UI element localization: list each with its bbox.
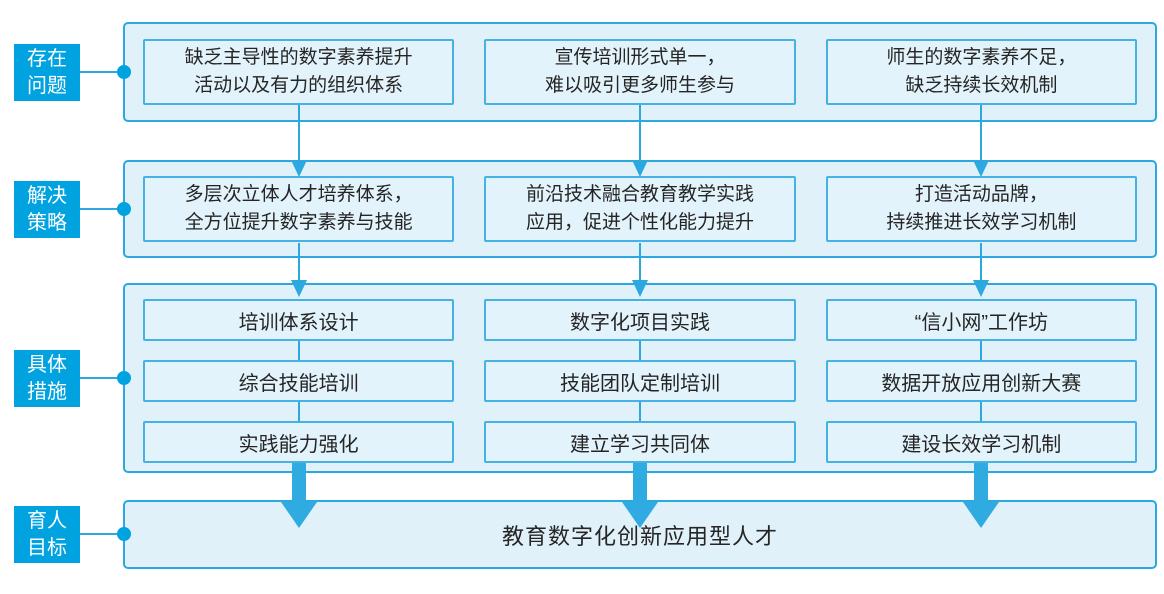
measure-box: 实践能力强化 — [143, 421, 455, 463]
strategy-box-line: 前沿技术融合教育教学实践 — [525, 183, 754, 205]
measure-box: 综合技能培训 — [143, 360, 455, 402]
measure-box: 技能团队定制培训 — [484, 360, 796, 402]
problem-box: 宣传培训形式单一， 难以吸引更多师生参与 — [484, 39, 796, 105]
measure-box: “信小网”工作坊 — [825, 299, 1137, 341]
problem-box-line: 缺乏持续长效机制 — [905, 75, 1058, 96]
measure-box: 数据开放应用创新大赛 — [825, 360, 1137, 402]
row-label-problems: 存在 问题 — [14, 44, 80, 101]
measures-column: “信小网”工作坊 数据开放应用创新大赛 建设长效学习机制 — [825, 299, 1137, 463]
goal-text: 教育数字化创新应用型人才 — [501, 523, 778, 549]
measures-column: 培训体系设计 综合技能培训 实践能力强化 — [143, 299, 455, 463]
problem-box: 师生的数字素养不足， 缺乏持续长效机制 — [825, 39, 1137, 105]
problem-box-line: 宣传培训形式单一， — [554, 46, 726, 68]
row-label-line: 解决 — [27, 184, 67, 207]
row-label-line: 问题 — [27, 74, 67, 97]
measure-box: 数字化项目实践 — [484, 299, 796, 341]
measure-box: 建立学习共同体 — [484, 421, 796, 463]
problem-box: 缺乏主导性的数字素养提升 活动以及有力的组织体系 — [143, 39, 455, 105]
row-label-goal: 育人 目标 — [14, 506, 80, 563]
row-label-line: 存在 — [27, 47, 67, 70]
strategy-box: 前沿技术融合教育教学实践 应用，促进个性化能力提升 — [484, 176, 796, 242]
strategies-band: 多层次立体人才培养体系， 全方位提升数字素养与技能 前沿技术融合教育教学实践 应… — [123, 160, 1157, 258]
measures-column: 数字化项目实践 技能团队定制培训 建立学习共同体 — [484, 299, 796, 463]
strategy-box-line: 打造活动品牌， — [914, 183, 1048, 205]
row-label-strategies: 解决 策略 — [14, 181, 80, 238]
strategy-box-line: 全方位提升数字素养与技能 — [184, 212, 413, 233]
strategy-box-line: 应用，促进个性化能力提升 — [525, 212, 754, 233]
measures-band: 培训体系设计 综合技能培训 实践能力强化 数字化项目实践 技能团队定制培训 建立… — [123, 283, 1157, 473]
problem-box-line: 缺乏主导性的数字素养提升 — [184, 46, 413, 68]
problem-box-line: 难以吸引更多师生参与 — [544, 75, 735, 96]
row-label-line: 育人 — [27, 509, 67, 532]
goal-band: 教育数字化创新应用型人才 — [123, 500, 1157, 569]
row-label-measures: 具体 措施 — [14, 350, 80, 407]
measure-box: 建设长效学习机制 — [825, 421, 1137, 463]
strategy-box-line: 持续推进长效学习机制 — [886, 212, 1077, 233]
strategy-box: 打造活动品牌， 持续推进长效学习机制 — [825, 176, 1137, 242]
problem-box-line: 活动以及有力的组织体系 — [194, 75, 404, 96]
strategy-box-line: 多层次立体人才培养体系， — [184, 183, 413, 205]
measure-box: 培训体系设计 — [143, 299, 455, 341]
row-label-line: 具体 — [27, 353, 67, 376]
strategy-box: 多层次立体人才培养体系， 全方位提升数字素养与技能 — [143, 176, 455, 242]
row-label-line: 目标 — [27, 536, 67, 559]
row-label-line: 策略 — [27, 211, 67, 234]
problems-band: 缺乏主导性的数字素养提升 活动以及有力的组织体系 宣传培训形式单一， 难以吸引更… — [123, 22, 1157, 122]
row-label-line: 措施 — [27, 380, 67, 403]
problem-box-line: 师生的数字素养不足， — [886, 46, 1077, 68]
